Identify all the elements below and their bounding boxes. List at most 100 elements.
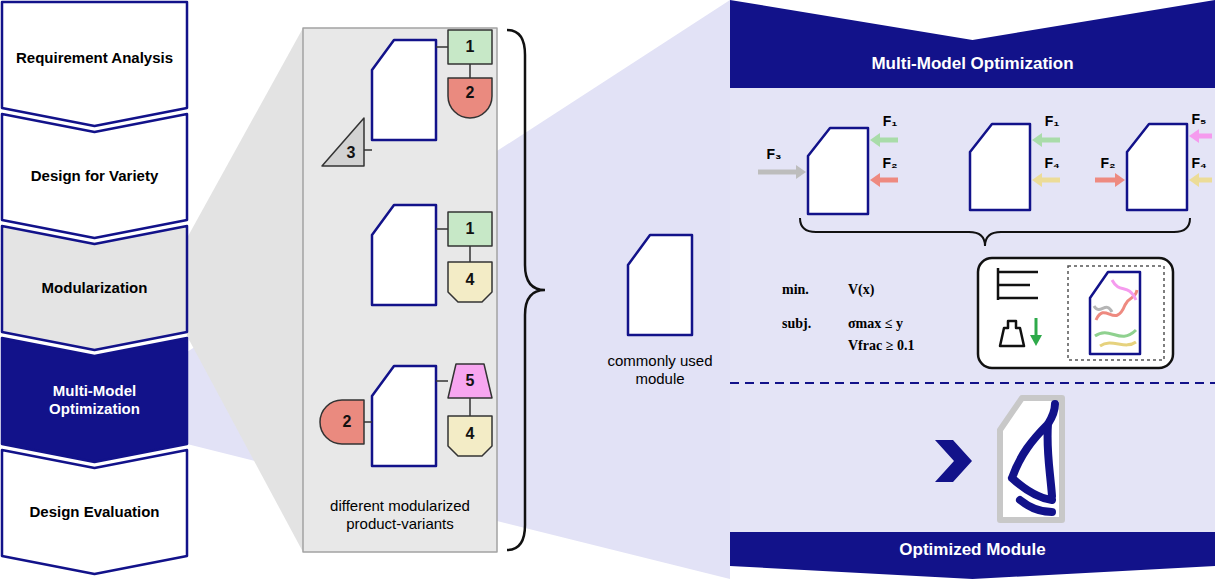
interface-line — [436, 228, 448, 230]
module-number: 5 — [448, 371, 492, 390]
common-module: commonly used module — [598, 232, 722, 402]
node-outline-path — [448, 364, 492, 398]
formula-constraint: Vfrac ≥ 0.1 — [848, 338, 914, 355]
load-path — [1100, 342, 1136, 346]
load-path — [1096, 290, 1137, 320]
force-arrow-head — [1115, 173, 1125, 187]
interface-connector — [469, 398, 471, 416]
module-outline — [970, 124, 1030, 210]
force-arrow-shaft — [1095, 178, 1116, 183]
node-outline-path — [448, 416, 492, 456]
module-variant-box: 3 — [322, 118, 364, 166]
module-outline — [372, 205, 436, 305]
result-chevron — [935, 440, 972, 482]
force-label: F₃ — [766, 146, 781, 163]
force-label: F₅ — [1192, 111, 1207, 128]
process-step-chevron: Design for Variety — [2, 114, 187, 238]
optimization-icon — [978, 258, 1173, 368]
module-outline — [372, 40, 436, 140]
module-variant-box: 1 — [448, 212, 492, 246]
force-arrow-head — [870, 173, 880, 187]
force-arrow-head — [1189, 173, 1199, 187]
force-arrow-shaft — [1041, 178, 1060, 183]
process-step-chevron: Modularization — [2, 226, 187, 350]
force-arrow-head — [1032, 173, 1042, 187]
node-outline-path — [730, 0, 1215, 88]
panel-heading: Multi-Model Optimization — [730, 54, 1215, 74]
module-variant-box: 5 — [448, 364, 492, 398]
module-number: 2 — [448, 83, 492, 102]
icon-frame — [978, 258, 1173, 368]
process-step-chevron: Design Evaluation — [2, 450, 187, 574]
module-variant-box: 2 — [448, 78, 492, 118]
panel-caption: different modularized product-variants — [309, 497, 491, 533]
force-arrow-head — [1189, 129, 1199, 143]
formula-constraint: σmax ≤ y — [848, 316, 903, 333]
weight-icon — [1000, 321, 1024, 346]
step-label: Design for Variety — [14, 167, 175, 185]
constraint-lines-icon — [998, 268, 1038, 300]
node-outline-path — [303, 28, 497, 552]
node-outline-path — [320, 400, 364, 444]
force-arrow-shaft — [879, 138, 898, 143]
module-number: 4 — [448, 270, 492, 289]
force-arrow-shaft — [1198, 134, 1212, 139]
interface-line — [436, 46, 448, 48]
zoom-wedge — [187, 28, 303, 552]
interface-line — [436, 380, 448, 382]
node-outline-path — [730, 532, 1215, 579]
module-number: 4 — [448, 424, 492, 443]
optimization-panel-ground — [730, 80, 1215, 540]
force-label: F₂ — [883, 155, 898, 172]
module-caption: commonly used module — [598, 352, 722, 388]
force-arrow-shaft — [1198, 178, 1212, 183]
step-label: Design Evaluation — [14, 503, 175, 521]
curly-bracket — [507, 30, 545, 550]
force-label: F₄ — [1191, 155, 1206, 172]
formula-keyword: subj. — [782, 316, 811, 333]
node-outline-path — [2, 338, 187, 462]
node-outline — [730, 0, 1215, 88]
node-outline-path — [2, 114, 187, 238]
module-outline — [1090, 272, 1140, 354]
node-outline-path — [448, 212, 492, 246]
module-number: 1 — [448, 219, 492, 238]
reduce-arrow-head — [1030, 335, 1042, 346]
panel-heading: Optimized Module — [730, 540, 1215, 560]
force-arrow-head — [870, 133, 880, 147]
module-variant-box: 4 — [448, 416, 492, 456]
step-label: Modularization — [14, 279, 175, 297]
zoom-wedge — [187, 0, 730, 579]
load-path — [1112, 280, 1136, 300]
interface-line — [364, 421, 372, 423]
force-arrow-shaft — [879, 178, 898, 183]
module-variant-box: 2 — [320, 400, 364, 444]
force-label: F₁ — [883, 113, 897, 130]
panel-footer-band: Optimized Module — [730, 532, 1215, 579]
force-label: F₁ — [1045, 113, 1059, 130]
module-number: 1 — [448, 37, 492, 56]
variant-modules — [372, 40, 436, 466]
dashed-separator — [730, 382, 1215, 384]
optimized-module-figure — [1000, 398, 1062, 520]
module-variant-box: 1 — [448, 30, 492, 64]
node-outline-path — [448, 262, 492, 302]
force-arrow-shaft — [758, 170, 797, 175]
node-outline — [320, 400, 364, 444]
load-path — [1095, 330, 1136, 336]
topology-structure — [1012, 404, 1055, 512]
node-outline-path — [2, 450, 187, 574]
reduce-arrow-shaft — [1035, 318, 1038, 336]
force-arrow-shaft — [1041, 138, 1060, 143]
module-number: 3 — [338, 143, 364, 162]
module-outline — [372, 366, 436, 466]
process-step-chevron: Multi-Model Optimization — [2, 338, 187, 462]
interface-connector — [469, 64, 471, 78]
module-outline — [1127, 124, 1187, 210]
design-space-outline — [1000, 398, 1062, 520]
node-outline-path — [2, 226, 187, 350]
formula-objective: V(x) — [848, 282, 874, 299]
design-space-frame — [1068, 266, 1164, 360]
node-outline-path — [448, 78, 492, 118]
